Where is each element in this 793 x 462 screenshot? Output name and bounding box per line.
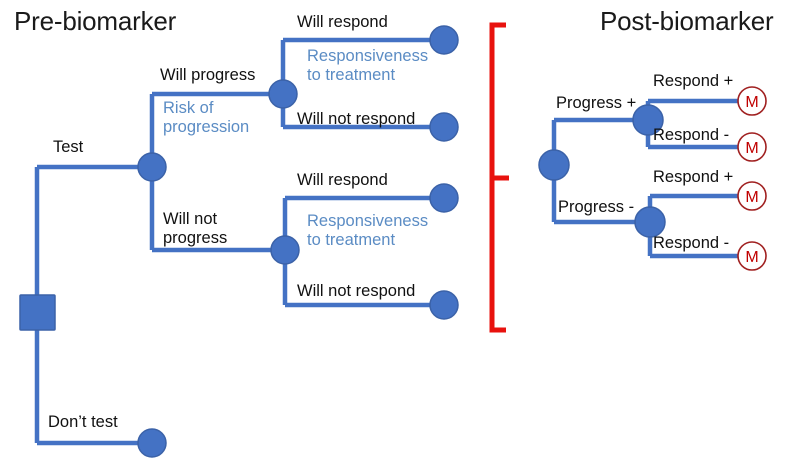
branch-label-progress-minus: Progress - xyxy=(558,198,635,216)
responsiveness-lower-line-1: Responsiveness xyxy=(307,212,429,230)
marker-label-1: M xyxy=(745,94,758,111)
marker-group-2[interactable]: M xyxy=(737,132,767,162)
decision-square-node[interactable] xyxy=(19,294,56,331)
outcome-label-will-progress: Will progress xyxy=(160,66,256,84)
outcome-label-will-respond-bottom: Will respond xyxy=(297,171,388,189)
branch-label-dont-test: Don’t test xyxy=(48,413,118,431)
terminal-node-will-respond-top[interactable] xyxy=(429,25,459,55)
chance-label-risk-of-progression: Risk of progression xyxy=(163,99,293,137)
chance-label-responsiveness-upper: Responsiveness to treatment xyxy=(307,47,452,85)
outcome-label-respond-minus-1: Respond - xyxy=(653,126,730,144)
page-title-post-biomarker: Post-biomarker xyxy=(600,6,774,36)
outcome-label-will-not-respond-top: Will not respond xyxy=(297,110,416,128)
terminal-node-will-not-respond-bottom[interactable] xyxy=(429,290,459,320)
chance-node-progress-minus[interactable] xyxy=(634,206,666,238)
terminal-node-will-respond-bottom[interactable] xyxy=(429,183,459,213)
marker-circle-2[interactable] xyxy=(737,132,767,162)
outcome-label-will-not-respond-bottom: Will not respond xyxy=(297,282,416,300)
chance-node-will-not-progress[interactable] xyxy=(270,235,300,265)
marker-label-3: M xyxy=(745,189,758,206)
terminal-node-dont-test[interactable] xyxy=(137,428,167,458)
responsiveness-upper-line-1: Responsiveness xyxy=(307,47,429,65)
risk-line-2: progression xyxy=(163,118,250,136)
chance-node-progress-plus[interactable] xyxy=(632,104,664,136)
chance-node-will-progress[interactable] xyxy=(268,79,298,109)
marker-label-4: M xyxy=(745,249,758,266)
red-bracket xyxy=(489,22,509,333)
branch-label-progress-plus: Progress + xyxy=(556,94,637,112)
marker-circle-3[interactable] xyxy=(737,181,767,211)
marker-group-1[interactable]: M xyxy=(737,86,767,116)
page-title-pre-biomarker: Pre-biomarker xyxy=(14,6,177,36)
risk-line-1: Risk of xyxy=(163,99,214,117)
marker-circle-4[interactable] xyxy=(737,241,767,271)
branch-label-test: Test xyxy=(53,138,84,156)
marker-group-3[interactable]: M xyxy=(737,181,767,211)
outcome-label-respond-plus-1: Respond + xyxy=(653,72,734,90)
chance-label-responsiveness-lower: Responsiveness to treatment xyxy=(307,212,452,250)
terminal-node-will-not-respond-top[interactable] xyxy=(429,112,459,142)
chance-node-test[interactable] xyxy=(137,152,167,182)
outcome-label-respond-plus-2: Respond + xyxy=(653,168,734,186)
will-not-progress-line-1: Will not xyxy=(163,210,218,228)
marker-circle-1[interactable] xyxy=(737,86,767,116)
responsiveness-lower-line-2: to treatment xyxy=(307,231,396,249)
outcome-label-respond-minus-2: Respond - xyxy=(653,234,730,252)
responsiveness-upper-line-2: to treatment xyxy=(307,66,396,84)
marker-label-2: M xyxy=(745,140,758,157)
marker-group-4[interactable]: M xyxy=(737,241,767,271)
chance-node-post-root[interactable] xyxy=(538,149,570,181)
will-not-progress-line-2: progress xyxy=(163,229,228,247)
outcome-label-will-respond-top: Will respond xyxy=(297,13,388,31)
outcome-label-will-not-progress: Will not progress xyxy=(163,210,227,248)
